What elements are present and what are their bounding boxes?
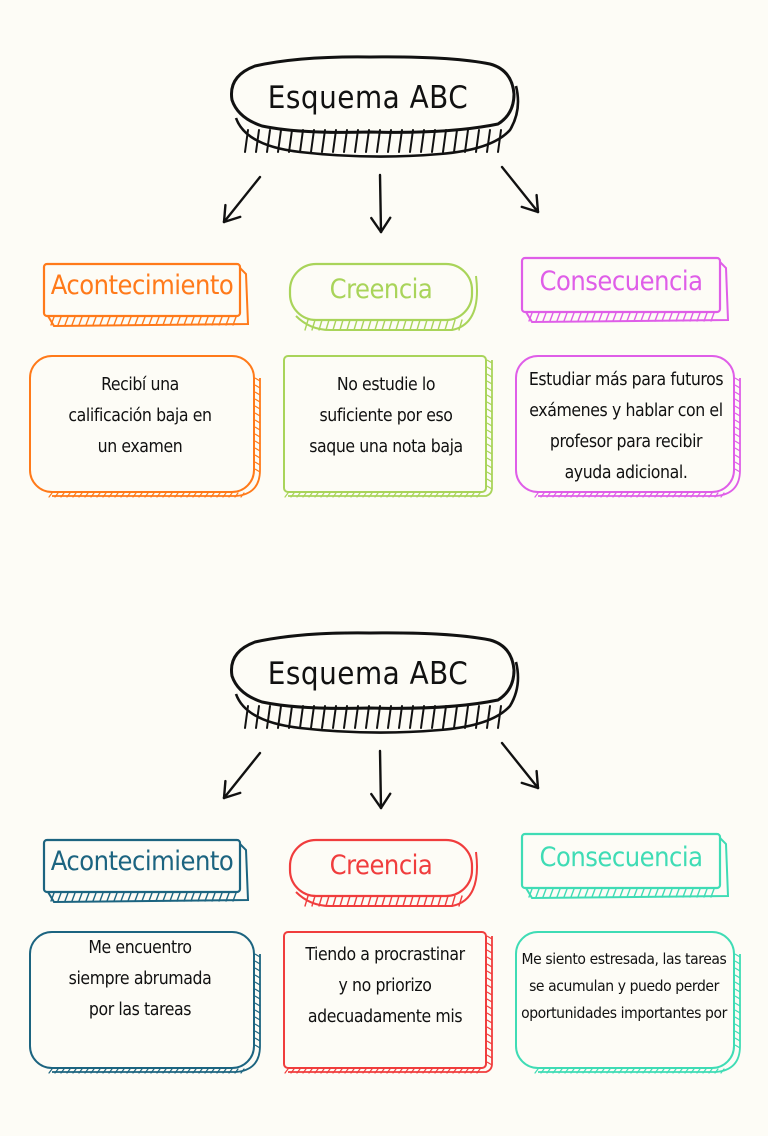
abc-diagram-1: Esquema ABC Acontecimiento Creencia Cons… (0, 0, 768, 560)
label-acontecimiento: Acontecimiento (50, 846, 234, 877)
text-acontecimiento: Me encuentro siempre abrumada por las ta… (68, 938, 212, 1020)
label-acontecimiento: Acontecimiento (50, 270, 234, 301)
label-box-1 (288, 838, 478, 907)
text-creencia: Tiendo a procrastinar y no priorizo adec… (305, 945, 465, 1027)
abc-diagram-2: Esquema ABC Acontecimiento Creencia Cons… (0, 576, 768, 1136)
label-consecuencia: Consecuencia (539, 266, 703, 297)
body-box-0 (29, 355, 261, 498)
title-text: Esquema ABC (267, 80, 469, 116)
label-box-2 (520, 832, 730, 900)
label-box-1 (288, 262, 478, 331)
label-box-2 (520, 256, 730, 324)
text-creencia: No estudie lo suficiente por eso saque u… (309, 375, 463, 457)
title-pill (229, 631, 520, 734)
text-acontecimiento: Recibí una calificación baja en un exame… (68, 375, 212, 457)
title-pill (229, 55, 520, 158)
arrows (222, 741, 540, 810)
arrows (222, 165, 540, 234)
label-creencia: Creencia (329, 850, 433, 881)
text-consecuencia: Estudiar más para futuros exámenes y hab… (528, 370, 724, 483)
label-creencia: Creencia (329, 274, 433, 305)
label-box-0 (42, 262, 250, 328)
label-box-0 (42, 838, 250, 904)
title-text: Esquema ABC (267, 656, 469, 692)
body-box-2 (515, 355, 741, 498)
text-consecuencia: Me siento estresada, las tareas se acumu… (521, 950, 727, 1022)
diagram-1-shapes (29, 55, 741, 498)
body-box-1 (283, 355, 493, 498)
label-consecuencia: Consecuencia (539, 842, 703, 873)
